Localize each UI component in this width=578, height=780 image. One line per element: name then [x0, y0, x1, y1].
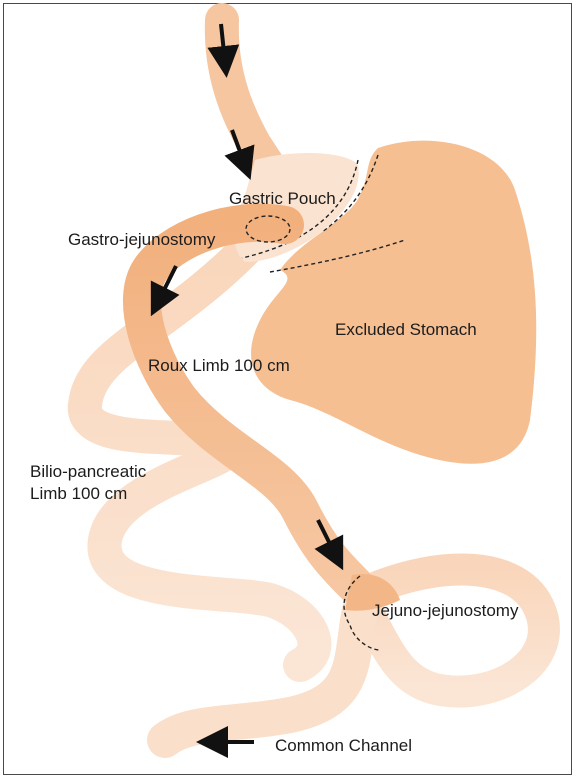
label-common-channel: Common Channel — [275, 736, 412, 755]
label-bilio-line1: Bilio-pancreatic — [30, 462, 147, 481]
label-gastric-pouch: Gastric Pouch — [229, 189, 336, 208]
label-bilio-line2: Limb 100 cm — [30, 484, 127, 503]
label-jejuno-jejunostomy: Jejuno-jejunostomy — [372, 601, 519, 620]
label-gastro-jejunostomy: Gastro-jejunostomy — [68, 230, 216, 249]
common-channel — [165, 610, 360, 740]
label-roux-limb: Roux Limb 100 cm — [148, 356, 290, 375]
label-excluded-stomach: Excluded Stomach — [335, 320, 477, 339]
